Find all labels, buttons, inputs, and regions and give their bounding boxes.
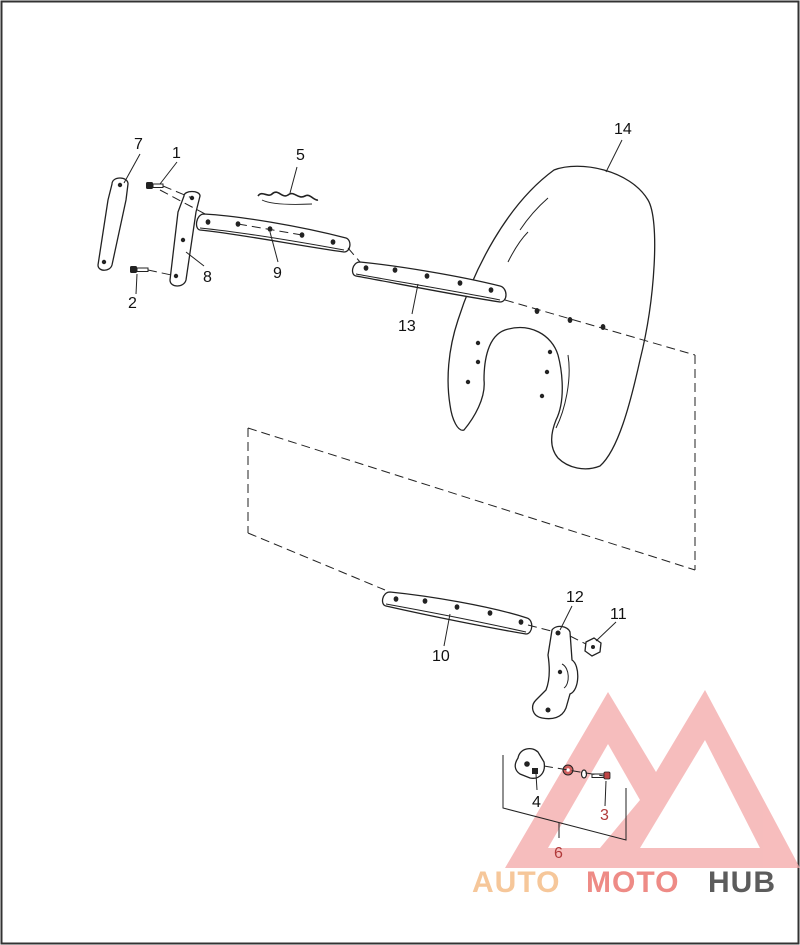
callout-3: 3 (600, 807, 609, 824)
callout-10: 10 (432, 648, 450, 665)
emblem-5 (257, 191, 319, 205)
bracket-8 (169, 190, 201, 287)
windshield (447, 165, 656, 470)
callout-14: 14 (614, 121, 632, 138)
bracket-7 (97, 177, 129, 271)
bolt-1 (146, 182, 164, 189)
callout-12: 12 (566, 589, 584, 606)
callout-6: 6 (554, 845, 563, 862)
nut-11 (584, 637, 602, 657)
watermark-logo-icon (505, 690, 800, 868)
watermark-auto: AUTO (472, 866, 560, 899)
callout-7: 7 (134, 136, 143, 153)
watermark-brand: AUTO MOTO HUB (472, 866, 776, 899)
callout-4: 4 (532, 794, 541, 811)
watermark-hub: HUB (708, 866, 776, 899)
hardware-3 (562, 764, 611, 780)
callout-11: 11 (610, 606, 627, 623)
mounting-plate-10 (381, 591, 533, 635)
watermark-moto: MOTO (586, 866, 679, 899)
bracket-line-6 (502, 755, 627, 841)
clamp-4 (514, 747, 546, 779)
bolt-2 (130, 266, 149, 273)
bracket-12 (531, 625, 579, 720)
mounting-plate-9 (195, 213, 351, 253)
callout-5: 5 (296, 147, 305, 164)
mounting-plate-13 (351, 261, 507, 303)
callout-2: 2 (128, 295, 137, 312)
callout-8: 8 (203, 269, 212, 286)
callout-9: 9 (273, 265, 282, 282)
callout-13: 13 (398, 318, 416, 335)
leader-lines (123, 139, 623, 807)
callout-1: 1 (172, 145, 181, 162)
